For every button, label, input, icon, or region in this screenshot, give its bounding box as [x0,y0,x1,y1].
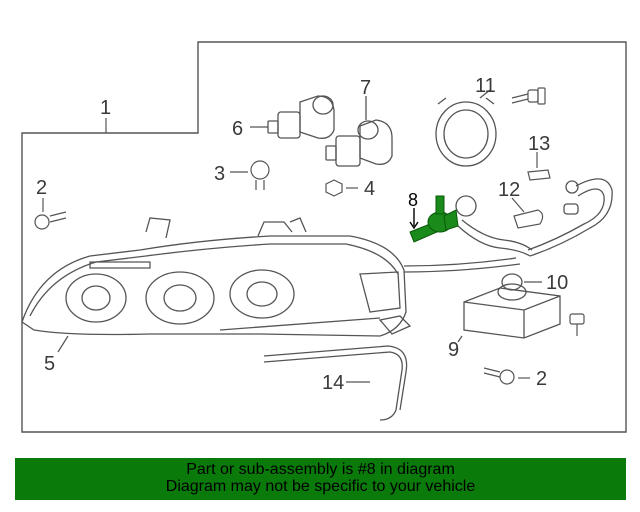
screw-part-2-right [483,367,530,385]
callout-7-label: 7 [360,77,371,99]
assembly-frame [21,41,627,433]
callout-4-label: 4 [364,178,375,200]
screw-part-3 [230,160,270,190]
callout-6-label: 6 [232,118,243,140]
notice-line-1: Part or sub-assembly is #8 in diagram [186,461,455,478]
callout-2-right-label: 2 [536,368,547,390]
callout-1[interactable]: 1 [100,97,111,133]
highlighted-part-8[interactable] [409,195,459,243]
cap-part-11 [435,89,497,167]
seal-part-14 [263,345,408,421]
callout-11-label: 11 [475,75,496,97]
callout-5-label: 5 [44,353,55,375]
socket-part-10 [501,273,542,291]
callout-5[interactable] [57,335,69,353]
bulb-part-12 [511,197,544,229]
callout-10-label: 10 [546,272,568,294]
screw-top-right [511,87,546,105]
diagram-notice-banner: Part or sub-assembly is #8 in diagram Di… [15,458,626,500]
callout-8-label: 8 [408,190,418,210]
screw-part-2-left [34,198,67,230]
ballast-part-9 [457,283,561,343]
callout-12-label: 12 [498,179,520,201]
bulb-part-13 [527,152,551,181]
callout-9-label: 9 [448,339,459,361]
callout-1-label: 1 [100,97,111,119]
bulb-part-6 [250,95,335,139]
callout-2-left-label: 2 [36,177,47,199]
callout-3-label: 3 [214,163,225,185]
callout-13-label: 13 [528,133,550,155]
headlamp-housing-part-5 [21,217,412,337]
callout-14-label: 14 [322,372,344,394]
screw-right [569,313,585,336]
bulb-part-7 [325,96,393,167]
nut-part-4 [325,179,358,197]
wiring-harness [403,178,613,273]
notice-line-2: Diagram may not be specific to your vehi… [165,478,476,495]
